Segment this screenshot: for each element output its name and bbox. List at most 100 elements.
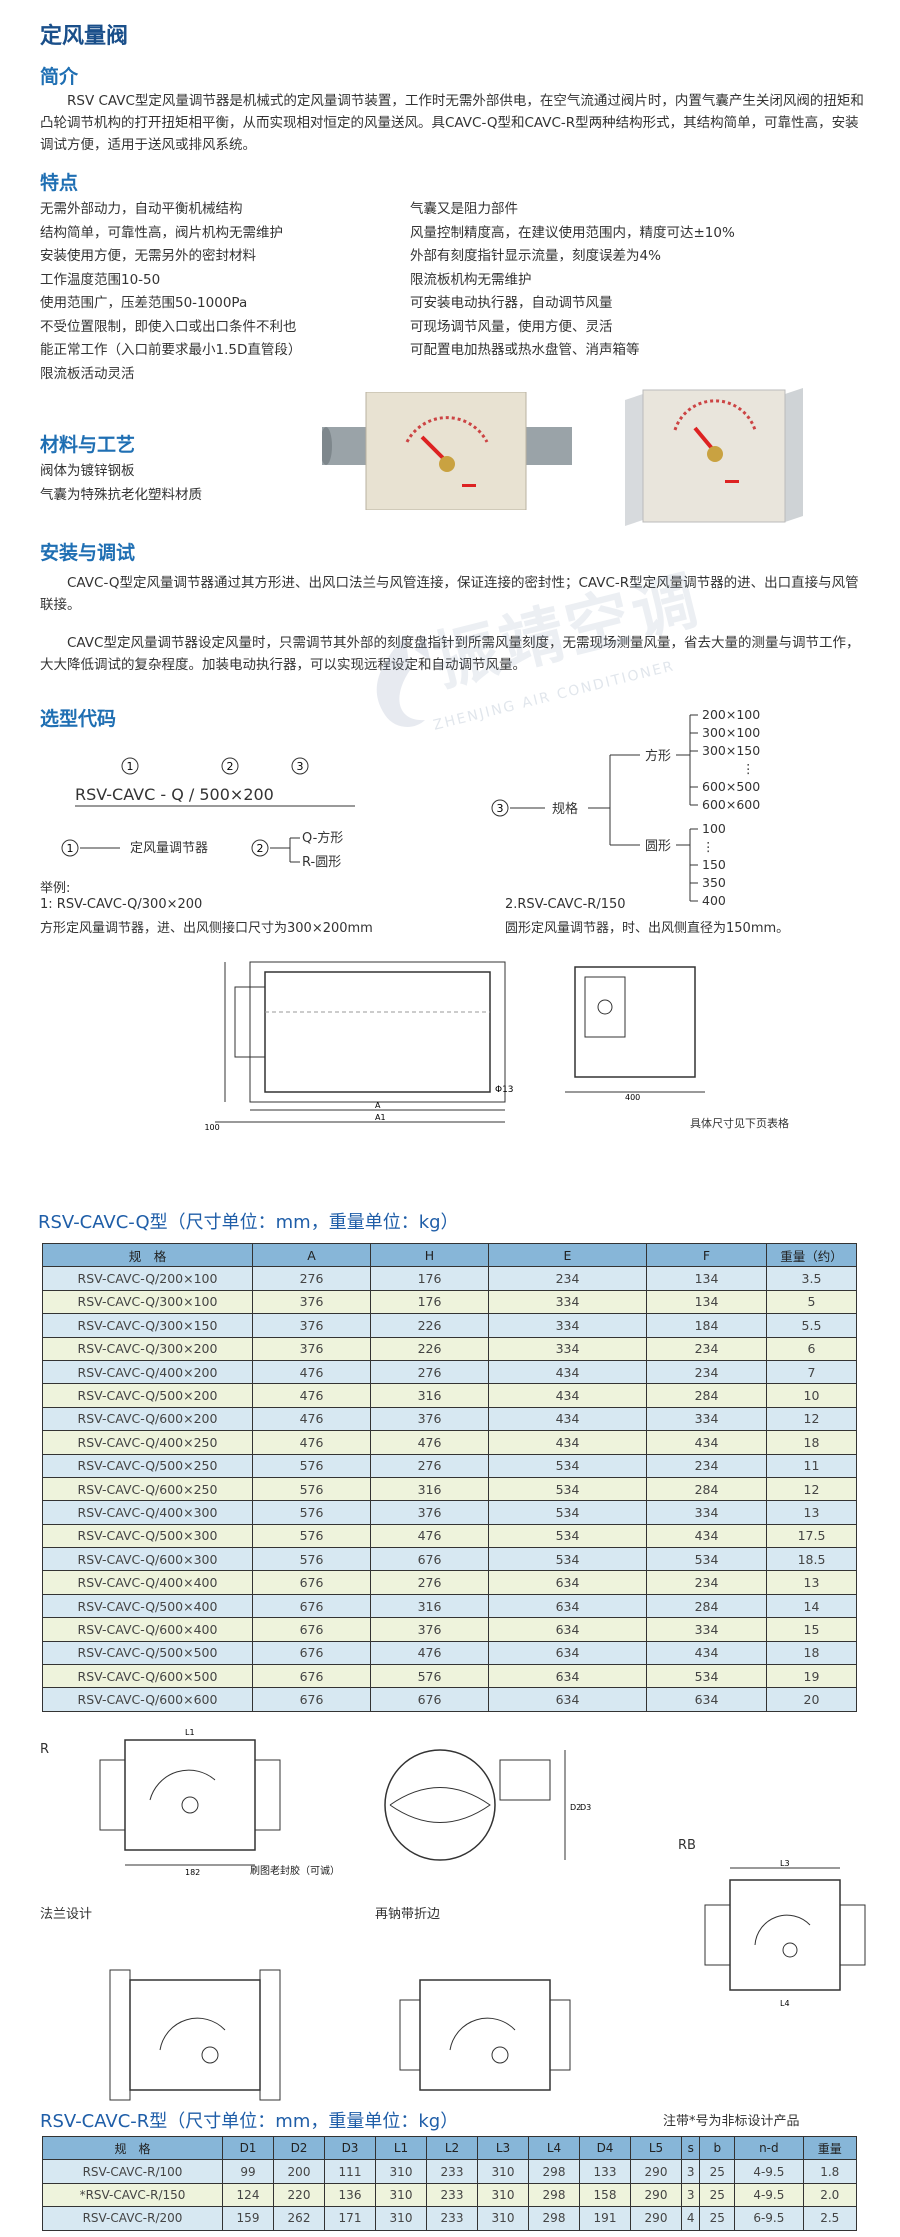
product-photo-square-round — [322, 392, 572, 510]
table-q-title: RSV-CAVC-Q型（尺寸单位：mm，重量单位：kg） — [38, 1212, 459, 1233]
code-label-r: R-圆形 — [302, 855, 341, 868]
cell: 310 — [375, 2182, 427, 2208]
cell: 534 — [488, 1500, 647, 1525]
cell: 534 — [488, 1453, 647, 1478]
drawing-r-label: R — [40, 1742, 50, 1757]
feature-item: 无需外部动力，自动平衡机械结构 — [40, 201, 243, 217]
cell: 25 — [699, 2182, 736, 2208]
example-1-desc: 方形定风量调节器，进、出风侧接口尺寸为300×200mm — [40, 921, 373, 936]
technical-drawing-clamp — [399, 1979, 571, 2091]
cell: 2.0 — [802, 2182, 858, 2208]
table-header: H — [370, 1242, 489, 1268]
cell: 184 — [646, 1313, 767, 1338]
cell: 534 — [488, 1523, 647, 1549]
cell: RSV-CAVC-Q/500×400 — [42, 1593, 253, 1619]
cell: 334 — [488, 1336, 647, 1361]
install-text-2: CAVC型定风量调节器设定风量时，只需调节其外部的刻度盘指针到所需风量刻度，无需… — [40, 635, 860, 673]
cell: 25 — [699, 2206, 736, 2231]
cell: 434 — [488, 1430, 647, 1455]
cell: 226 — [370, 1336, 489, 1361]
cell: 6 — [766, 1336, 857, 1361]
code-num-1b: 1 — [67, 842, 74, 855]
table-header: L4 — [528, 2135, 580, 2161]
features-right: 气囊又是阻力部件 风量控制精度高，在建议使用范围内，精度可达±10% 外部有刻度… — [410, 198, 880, 363]
cell: RSV-CAVC-Q/600×300 — [42, 1547, 253, 1572]
table-r-title: RSV-CAVC-R型（尺寸单位：mm，重量单位：kg） — [40, 2111, 459, 2132]
cell: 334 — [488, 1289, 647, 1315]
table-header: L2 — [426, 2135, 478, 2161]
cell: 158 — [579, 2182, 631, 2208]
table-header: D2 — [273, 2135, 325, 2161]
cell: 234 — [646, 1570, 767, 1595]
install-heading: 安装与调试 — [40, 542, 136, 564]
cell: RSV-CAVC-Q/600×400 — [42, 1617, 253, 1642]
code-num-1: 1 — [127, 760, 134, 773]
feature-item: 可现场调节风量，使用方便、灵活 — [410, 318, 613, 335]
cell: 191 — [579, 2206, 631, 2231]
dim-a: A — [375, 1101, 381, 1110]
spec-round-size: 350 — [702, 875, 726, 890]
cell: 310 — [375, 2159, 427, 2184]
cell: 676 — [370, 1547, 489, 1572]
cell: 276 — [370, 1359, 489, 1385]
feature-item: 可配置电加热器或热水盘管、消声箱等 — [410, 342, 640, 358]
cell: 276 — [252, 1266, 371, 1291]
cell: 534 — [488, 1547, 647, 1572]
cell: 284 — [646, 1383, 767, 1408]
cell: 676 — [252, 1664, 371, 1689]
cell: 634 — [488, 1593, 647, 1619]
cell: 376 — [252, 1289, 371, 1315]
cell: 310 — [477, 2159, 529, 2184]
cell: RSV-CAVC-Q/600×600 — [42, 1687, 253, 1712]
cell: 262 — [273, 2206, 325, 2231]
cell: 316 — [370, 1593, 489, 1619]
intro-text: RSV CAVC型定风量调节器是机械式的定风量调节装置，工作时无需外部供电，在空… — [40, 93, 864, 153]
code-diagram: 1 2 3 RSV-CAVC - Q / 500×200 1 定风量调节器 2 … — [61, 757, 355, 868]
cell: 376 — [370, 1406, 489, 1432]
example-title: 举例: — [40, 881, 71, 896]
cell: 576 — [370, 1664, 489, 1689]
cell: 634 — [488, 1570, 647, 1595]
cell: 476 — [370, 1640, 489, 1666]
dim-l1: L1 — [185, 1728, 195, 1737]
table-header: A — [252, 1242, 371, 1268]
table-header: E — [488, 1242, 647, 1268]
dim-l3: L3 — [780, 1860, 790, 1868]
table-r-note: 注带*号为非标设计产品 — [663, 2114, 800, 2129]
feature-item: 外部有刻度指针显示流量，刻度误差为4% — [410, 248, 661, 264]
cell: 13 — [766, 1500, 857, 1525]
cell: 376 — [252, 1336, 371, 1361]
cell: 476 — [252, 1430, 371, 1455]
cell: 134 — [646, 1289, 767, 1315]
technical-drawing-flange — [109, 1969, 281, 2101]
material-item: 阀体为镀锌钢板 — [40, 463, 135, 479]
cell: 534 — [646, 1664, 767, 1689]
cell: 4 — [680, 2206, 701, 2231]
code-label-q: Q-方形 — [302, 830, 343, 846]
code-num-2: 2 — [227, 760, 234, 773]
cell: 11 — [766, 1453, 857, 1478]
spec-num-3: 3 — [497, 802, 504, 815]
table-header: s — [680, 2135, 701, 2161]
technical-drawing-r-section: D2 D3 — [384, 1749, 591, 1861]
cell: 2.5 — [802, 2206, 858, 2231]
cell: 298 — [528, 2182, 580, 2208]
cell: 676 — [252, 1570, 371, 1595]
spec-square-size: 300×100 — [702, 725, 760, 740]
cell: 124 — [222, 2182, 274, 2208]
example-2-desc: 圆形定风量调节器，时、出风侧直径为150mm。 — [505, 921, 790, 936]
cell: 19 — [766, 1664, 857, 1689]
spec-square-size: 200×100 — [702, 707, 760, 722]
feature-item: 风量控制精度高，在建议使用范围内，精度可达±10% — [410, 224, 735, 241]
cell: 676 — [252, 1593, 371, 1619]
cell: 676 — [370, 1687, 489, 1712]
cell: 176 — [370, 1289, 489, 1315]
cell: 4-9.5 — [734, 2159, 804, 2184]
cell: RSV-CAVC-Q/400×300 — [42, 1500, 253, 1525]
